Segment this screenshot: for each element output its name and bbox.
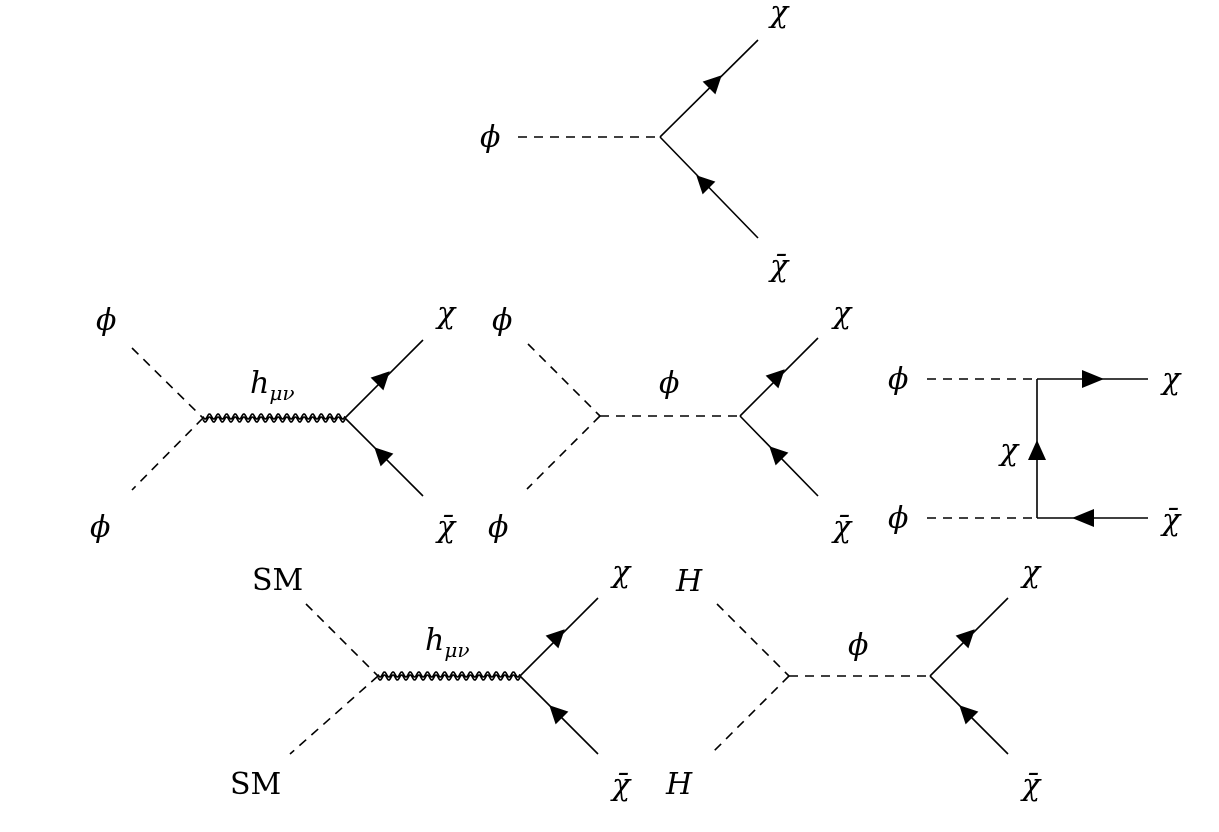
phi-bottom-label: ϕ [488, 510, 508, 545]
chi-label: χ [831, 296, 853, 331]
chi-label: χ [435, 296, 457, 331]
sm-bottom-line [289, 675, 379, 755]
chibar-label: χ̄ [1160, 503, 1182, 538]
phi-bottom-label: ϕ [888, 501, 908, 536]
diagram-sm-graviton-chi: SM SM hμν χ χ̄ [230, 555, 632, 803]
h-top-line [716, 603, 790, 677]
graviton-label: hμν [425, 623, 469, 662]
sm-top-line [305, 603, 379, 677]
chi-label: χ [1160, 362, 1182, 397]
chi-fermion-line [659, 39, 759, 138]
chi-label: χ [1020, 555, 1042, 590]
graviton-line [202, 412, 346, 424]
diagram-t-channel: ϕ ϕ χ χ χ̄ [888, 362, 1182, 538]
chibar-label: χ̄ [435, 510, 457, 545]
chi-arrow [1082, 370, 1104, 388]
chibar-label: χ̄ [610, 768, 632, 803]
phi-mediator-label: ϕ [659, 366, 679, 401]
phi-bottom-line [131, 417, 204, 491]
chi-arrow [545, 629, 565, 649]
phi-bottom-line [526, 415, 601, 490]
chi-label: χ [768, 0, 790, 30]
phi-label: ϕ [480, 120, 500, 155]
chibar-label: χ̄ [1020, 768, 1042, 803]
diagram-higgs-scalar-chi: H H ϕ χ χ̄ [665, 555, 1042, 803]
h-bottom-label: H [665, 767, 693, 802]
phi-top-line [131, 347, 204, 419]
diagram-phi-scalar-chi: ϕ ϕ ϕ χ χ̄ [488, 296, 853, 545]
phi-bottom-label: ϕ [90, 510, 110, 545]
propagator-arrow [1028, 440, 1046, 460]
diagram-phi-graviton-chi: ϕ ϕ hμν χ χ̄ [90, 296, 457, 545]
chi-propagator-label: χ [998, 433, 1020, 468]
phi-top-label: ϕ [492, 303, 512, 338]
phi-top-label: ϕ [888, 362, 908, 397]
chi-arrow [765, 369, 785, 389]
chi-arrow [955, 629, 975, 649]
sm-top-label: SM [252, 563, 303, 598]
h-top-label: H [675, 564, 703, 599]
diagram-phi-decay: ϕ χ χ̄ [480, 0, 790, 284]
chi-arrow [370, 371, 390, 391]
graviton-label: hμν [250, 366, 294, 405]
chi-label: χ [610, 555, 632, 590]
phi-top-line [527, 343, 601, 417]
chibar-arrow [1072, 509, 1094, 527]
sm-bottom-label: SM [230, 767, 281, 802]
phi-top-label: ϕ [96, 303, 116, 338]
graviton-line [377, 670, 521, 682]
chibar-label: χ̄ [768, 249, 790, 284]
phi-mediator-label: ϕ [848, 628, 868, 663]
chibar-label: χ̄ [831, 510, 853, 545]
h-bottom-line [711, 675, 790, 754]
